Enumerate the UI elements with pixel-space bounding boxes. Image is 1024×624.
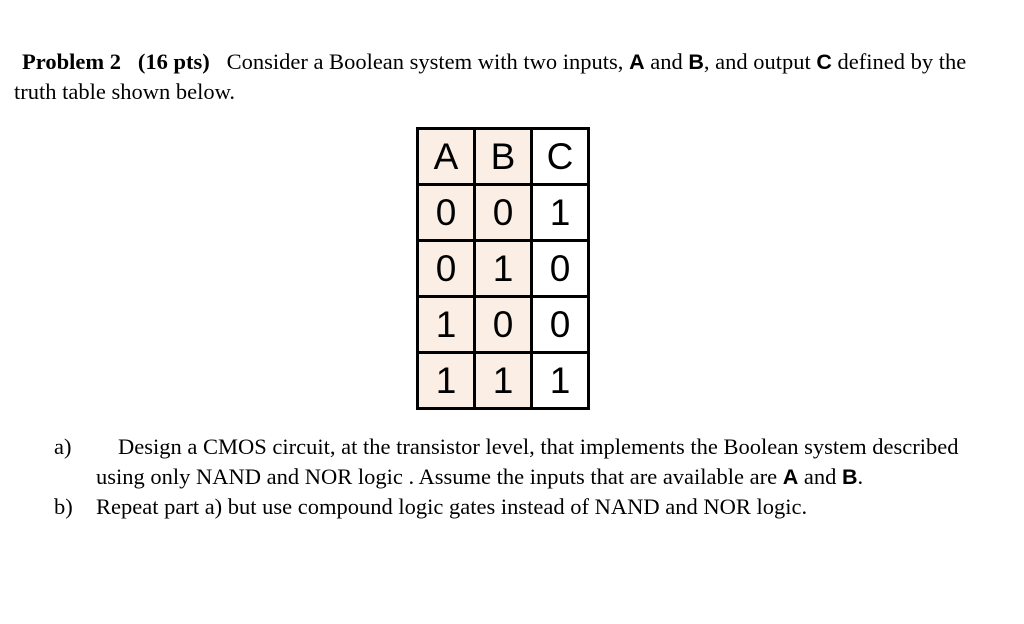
- table-row: 0 1 0: [416, 239, 590, 298]
- cell-a-row2: 0: [416, 239, 476, 298]
- cell-b-row2: 1: [473, 239, 533, 298]
- problem-statement: Problem 2 (16 pts) Consider a Boolean sy…: [14, 47, 1004, 107]
- problem-label: Problem 2: [22, 48, 121, 74]
- part-b-marker: b): [54, 494, 73, 519]
- list-item-part-a: a) Design a CMOS circuit, at the transis…: [54, 432, 1004, 492]
- conjunction-and-1: and: [650, 48, 683, 74]
- output-label-c: C: [816, 49, 832, 74]
- problem-points: (16 pts): [137, 48, 210, 74]
- table-header-row: A B C: [416, 127, 590, 186]
- part-a-conjunction: and: [803, 464, 837, 489]
- problem-intro-text-1: Consider a Boolean system with two input…: [226, 48, 624, 74]
- table-row: 1 0 0: [416, 295, 590, 354]
- cell-a-row3: 1: [416, 295, 476, 354]
- part-a-text-before: Design a CMOS circuit, at the transistor…: [96, 434, 959, 489]
- header-cell-a: A: [416, 127, 476, 186]
- part-a-input-b: B: [842, 465, 858, 489]
- problem-parts-list: a) Design a CMOS circuit, at the transis…: [54, 432, 1004, 522]
- cell-c-row2: 0: [530, 239, 590, 298]
- input-label-b: B: [688, 49, 704, 74]
- truth-table: A B C 0 0 1 0 1 0 1 0 0: [416, 127, 590, 410]
- part-a-input-a: A: [782, 465, 799, 489]
- cell-a-row1: 0: [416, 183, 476, 242]
- input-label-a: A: [629, 49, 645, 74]
- cell-c-row3: 0: [530, 295, 590, 354]
- list-item-part-b: b) Repeat part a) but use compound logic…: [54, 492, 1004, 522]
- part-a-text-after: .: [857, 464, 864, 489]
- part-a-marker: a): [54, 434, 72, 459]
- cell-b-row4: 1: [473, 351, 533, 410]
- problem-intro-text-2: , and output: [703, 48, 811, 74]
- cell-a-row4: 1: [416, 351, 476, 410]
- cell-b-row3: 0: [473, 295, 533, 354]
- header-cell-c: C: [530, 127, 590, 186]
- header-cell-b: B: [473, 127, 533, 186]
- truth-table-container: A B C 0 0 1 0 1 0 1 0 0: [416, 127, 590, 410]
- problem-intro-text-3: defined by the truth table shown below.: [14, 48, 967, 104]
- part-a-body: Design a CMOS circuit, at the transistor…: [96, 432, 1004, 492]
- cell-b-row1: 0: [473, 183, 533, 242]
- cell-c-row1: 1: [530, 183, 590, 242]
- table-row: 1 1 1: [416, 351, 590, 410]
- table-row: 0 0 1: [416, 183, 590, 242]
- part-b-body: Repeat part a) but use compound logic ga…: [96, 494, 808, 519]
- cell-c-row4: 1: [530, 351, 590, 410]
